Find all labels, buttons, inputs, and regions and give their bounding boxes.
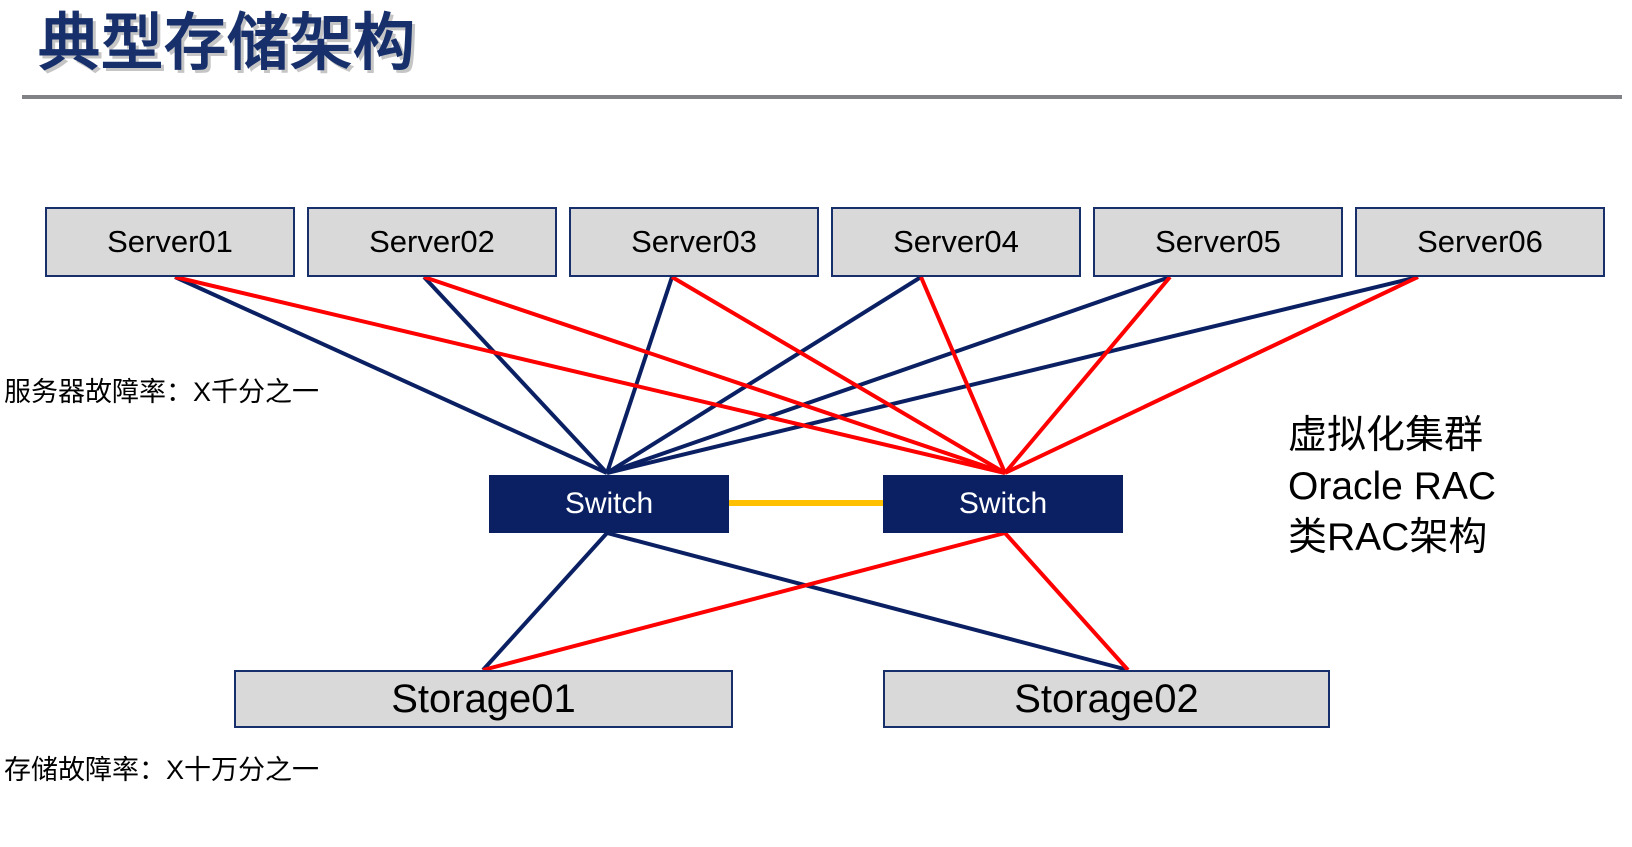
switch-label: Switch	[564, 487, 654, 520]
switch-label: Switch	[958, 487, 1048, 520]
title-divider	[22, 95, 1622, 99]
storage-label: Storage02	[1014, 676, 1199, 721]
storage-label: Storage01	[391, 676, 576, 721]
link-server05-to-switch02	[1003, 275, 1172, 475]
link-server04-to-switch02	[919, 276, 1007, 474]
server-node-04[interactable]: Server04	[831, 207, 1081, 277]
server-label: Server01	[107, 224, 233, 259]
cluster-note-line-1: 虚拟化集群	[1288, 414, 1484, 457]
cluster-note-line-3: 类RAC架构	[1288, 516, 1488, 559]
link-server02-to-switch02	[423, 275, 1006, 475]
link-switch02-to-storage01	[482, 531, 1006, 672]
server-label: Server02	[369, 224, 495, 259]
server-node-02[interactable]: Server02	[307, 207, 557, 277]
server-label: Server03	[631, 224, 757, 259]
storage-failure-rate-label: 存储故障率：X十万分之一	[4, 755, 320, 785]
server-failure-rate-label: 服务器故障率：X千分之一	[4, 377, 320, 407]
link-switch02-to-storage02	[1003, 531, 1130, 672]
link-server05-to-switch01	[606, 275, 1171, 475]
link-server04-to-switch01	[605, 275, 923, 475]
server-node-01[interactable]: Server01	[45, 207, 295, 277]
cluster-note: 虚拟化集群 Oracle RAC 类RAC架构	[1288, 410, 1496, 563]
page-title: 典型存储架构	[38, 9, 417, 78]
link-server02-to-switch01	[422, 275, 609, 475]
switch-node-01[interactable]: Switch	[489, 475, 729, 533]
server-node-03[interactable]: Server03	[569, 207, 819, 277]
server-label: Server06	[1417, 224, 1543, 259]
link-switch01-to-storage01	[481, 531, 609, 672]
link-server03-to-switch02	[670, 275, 1007, 475]
wire-group	[174, 275, 1419, 672]
cluster-note-line-2: Oracle RAC	[1288, 465, 1497, 508]
switch-node-02[interactable]: Switch	[883, 475, 1123, 533]
link-switch01-to-storage02	[606, 531, 1129, 672]
storage-node-02[interactable]: Storage02	[883, 670, 1330, 728]
server-node-06[interactable]: Server06	[1355, 207, 1605, 277]
storage-node-01[interactable]: Storage01	[234, 670, 733, 728]
link-server03-to-switch01	[605, 276, 674, 474]
server-label: Server04	[893, 224, 1019, 259]
server-node-05[interactable]: Server05	[1093, 207, 1343, 277]
server-label: Server05	[1155, 224, 1281, 259]
